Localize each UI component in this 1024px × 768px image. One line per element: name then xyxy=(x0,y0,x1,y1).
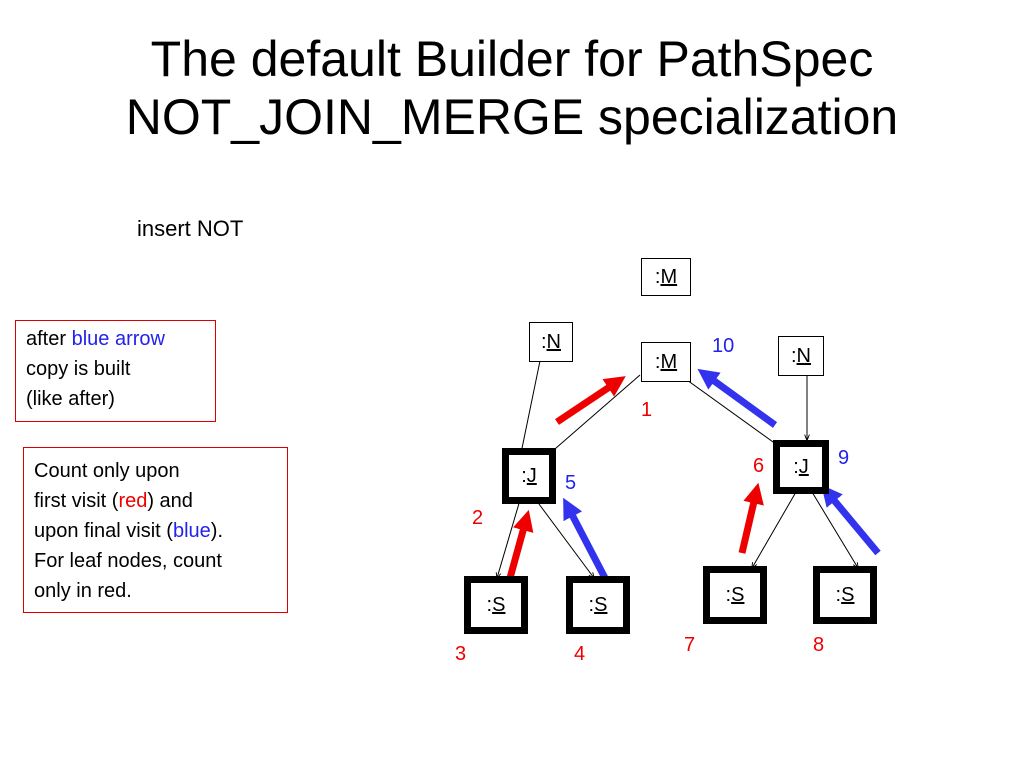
node-s1: :S xyxy=(464,576,528,634)
step-1: 1 xyxy=(641,399,653,421)
note-count-rule: Count only upon first visit (red) and up… xyxy=(23,447,288,613)
node-s4-label: S xyxy=(841,583,855,606)
edge-j-right-s3 xyxy=(752,491,797,568)
node-m-top: :M xyxy=(641,258,691,296)
node-n-left: :N xyxy=(529,322,573,362)
arrow-blue-9 xyxy=(821,484,881,556)
node-n-left-label: N xyxy=(546,330,561,353)
slide-title: The default Builder for PathSpec NOT_JOI… xyxy=(0,30,1024,146)
note2-line2c: ) and xyxy=(147,490,193,512)
node-m-mid: :M xyxy=(641,342,691,382)
note1-line2: copy is built xyxy=(26,358,131,380)
node-j-right: :J xyxy=(773,440,829,494)
node-m-top-prefix: : xyxy=(654,265,661,288)
node-s2-label: S xyxy=(594,593,608,616)
step-6: 6 xyxy=(753,455,765,477)
edge-j-right-s4 xyxy=(811,491,858,568)
note1-line3: (like after) xyxy=(26,388,115,410)
note1-highlight: blue arrow xyxy=(71,328,165,350)
edge-n-left-j-left xyxy=(520,355,542,458)
step-2: 2 xyxy=(472,507,484,529)
node-s3: :S xyxy=(703,566,767,624)
edge-j-left-s2 xyxy=(535,499,594,578)
node-n-left-prefix: : xyxy=(540,330,547,353)
note2-red-word: red xyxy=(118,490,148,512)
note-blue-arrow: after blue arrow copy is built (like aft… xyxy=(15,320,216,422)
node-s2: :S xyxy=(566,576,630,634)
node-j-right-label: J xyxy=(798,455,809,478)
node-n-right-label: N xyxy=(796,344,811,367)
arrow-red-6 xyxy=(738,482,764,554)
node-m-mid-prefix: : xyxy=(654,350,661,373)
node-s1-prefix: : xyxy=(486,593,493,616)
note2-line2a: first visit ( xyxy=(34,490,119,512)
step-4: 4 xyxy=(574,643,586,665)
subheading: insert NOT xyxy=(137,216,244,241)
step-8: 8 xyxy=(813,634,825,656)
step-5: 5 xyxy=(565,472,577,494)
arrow-blue-10 xyxy=(697,368,778,428)
node-j-right-prefix: : xyxy=(793,455,799,478)
node-s3-label: S xyxy=(731,583,745,606)
step-9: 9 xyxy=(838,447,850,469)
node-s1-label: S xyxy=(492,593,506,616)
note2-blue-word: blue xyxy=(172,520,211,542)
node-m-mid-label: M xyxy=(660,350,678,373)
note2-line3a: upon final visit ( xyxy=(34,520,173,542)
node-m-top-label: M xyxy=(660,265,678,288)
title-line-1: The default Builder for PathSpec xyxy=(150,31,874,87)
arrow-red-2 xyxy=(506,509,534,579)
node-n-right: :N xyxy=(778,336,824,376)
edge-m-j-right xyxy=(679,374,780,447)
note2-line1: Count only upon xyxy=(34,460,180,482)
note2-line3c: ). xyxy=(210,520,223,542)
arrow-red-1 xyxy=(555,376,626,425)
node-j-left-label: J xyxy=(526,464,537,487)
step-3: 3 xyxy=(455,643,467,665)
title-line-2: NOT_JOIN_MERGE specialization xyxy=(125,89,899,145)
arrow-blue-5 xyxy=(563,497,609,580)
node-s4-prefix: : xyxy=(835,583,842,606)
node-s4: :S xyxy=(813,566,877,624)
note2-line5: only in red. xyxy=(34,580,132,602)
node-j-left: :J xyxy=(502,448,556,504)
step-10: 10 xyxy=(712,335,735,357)
note2-line4: For leaf nodes, count xyxy=(34,550,222,572)
node-s3-prefix: : xyxy=(725,583,732,606)
note1-text: after xyxy=(26,328,72,350)
node-j-left-prefix: : xyxy=(521,464,527,487)
node-s2-prefix: : xyxy=(588,593,595,616)
step-7: 7 xyxy=(684,634,696,656)
node-n-right-prefix: : xyxy=(790,344,797,367)
